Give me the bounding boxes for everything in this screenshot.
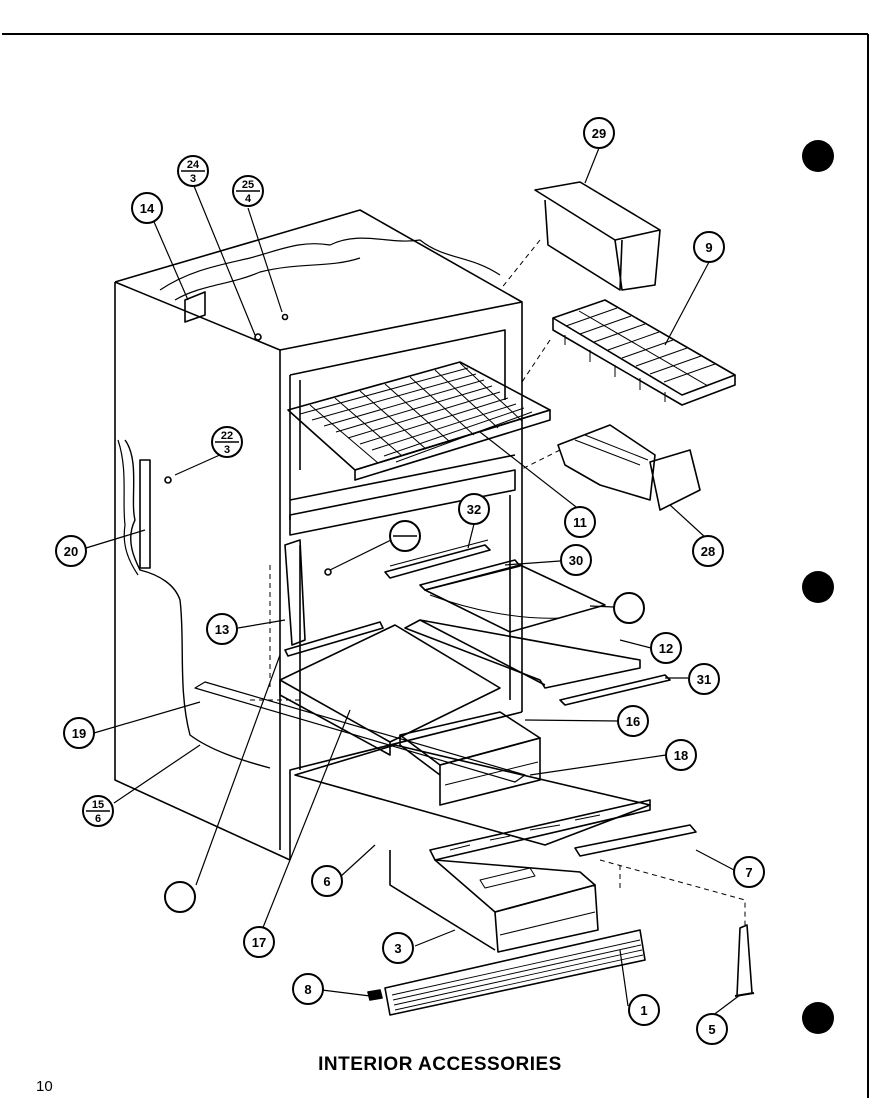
callout-31 [613, 592, 645, 624]
leveling-leg [734, 924, 755, 997]
callout-22-bottom: 3 [190, 173, 196, 185]
binder-hole-middle [802, 571, 834, 603]
callout-16-label: 16 [626, 714, 640, 729]
callout-16: 16 [617, 705, 649, 737]
page-number: 10 [36, 1078, 53, 1095]
callout-24-top: 25 [242, 179, 254, 191]
callout-29-label: 31 [697, 672, 711, 687]
meat-pan-cover [294, 744, 651, 861]
screw-8 [367, 989, 383, 1001]
diagram-title: INTERIOR ACCESSORIES [318, 1054, 562, 1075]
freezer-wire-shelf [287, 361, 551, 481]
ice-bucket [534, 181, 661, 291]
trim-strip-7 [574, 824, 697, 857]
trim-19 [194, 681, 526, 783]
callout-11-label: 11 [573, 515, 587, 530]
callout-19-label: 19 [72, 726, 86, 741]
shelf-frame-12 [404, 619, 641, 689]
callout-22-top: 24 [187, 159, 200, 171]
cabinet-shell [114, 209, 523, 861]
callout-8-label: 8 [304, 982, 311, 997]
callout-27-label: 29 [592, 126, 606, 141]
callout-19: 19 [63, 717, 95, 749]
callout-1-label: 1 [640, 1003, 647, 1018]
icemaker [557, 424, 701, 511]
callout-13-label: 13 [215, 622, 229, 637]
callout-17-label: 17 [252, 935, 266, 950]
callout-15-6: 156 [82, 795, 114, 827]
callout-6-label: 6 [323, 874, 330, 889]
callout-5: 5 [696, 1013, 728, 1045]
callout-1: 1 [628, 994, 660, 1026]
callout-28-label: 30 [569, 553, 583, 568]
callout-27: 29 [583, 117, 615, 149]
shelf-support-28 [419, 559, 521, 591]
toe-grille [384, 929, 646, 1016]
callout-26: 28 [692, 535, 724, 567]
callout-7-label: 7 [745, 865, 752, 880]
callout-15-bottom: 6 [95, 813, 101, 825]
callout-7: 7 [733, 856, 765, 888]
ice-tray [552, 299, 736, 406]
assembly-lines [250, 239, 746, 925]
callout-14-label: 14 [140, 201, 155, 216]
callout-9: 9 [693, 231, 725, 263]
callout-24-bottom: 4 [245, 193, 252, 205]
callout-11: 11 [564, 506, 596, 538]
callout-13: 13 [206, 613, 238, 645]
shelf-glass-31 [424, 564, 606, 633]
callout-24-3: 254 [232, 175, 264, 207]
callout-14: 14 [131, 192, 163, 224]
callout-30-label: 32 [467, 502, 481, 517]
callout-26-label: 28 [701, 544, 715, 559]
callout-6: 6 [311, 865, 343, 897]
crisper-cover [279, 621, 501, 756]
leader-lines [85, 147, 741, 1017]
binder-hole-bottom [802, 1002, 834, 1034]
callout-29: 31 [688, 663, 720, 695]
callout-32 [164, 881, 196, 913]
callout-22-3: 243 [177, 155, 209, 187]
callout-20: 20 [55, 535, 87, 567]
callout-28: 30 [560, 544, 592, 576]
callout-12-label: 12 [659, 641, 673, 656]
page-border [2, 33, 869, 1098]
callout-21-top: 22 [221, 430, 233, 442]
binder-hole-top [802, 140, 834, 172]
callout-12: 12 [650, 632, 682, 664]
callout-25-4 [389, 520, 421, 552]
shelf-support-30 [384, 539, 491, 579]
callout-3: 3 [382, 932, 414, 964]
callout-20-label: 20 [64, 544, 78, 559]
callout-21-8: 223 [211, 426, 243, 458]
callout-18-label: 18 [674, 748, 688, 763]
callout-5-label: 5 [708, 1022, 715, 1037]
callout-15-top: 15 [92, 799, 104, 811]
callout-21-bottom: 3 [224, 444, 230, 456]
callout-3-label: 3 [394, 941, 401, 956]
callout-8: 8 [292, 973, 324, 1005]
callout-9-label: 9 [705, 240, 712, 255]
callout-17: 17 [243, 926, 275, 958]
callout-18: 18 [665, 739, 697, 771]
callout-30: 32 [458, 493, 490, 525]
meat-pan-drawer [389, 850, 599, 953]
shelf-trim-29 [559, 674, 671, 706]
